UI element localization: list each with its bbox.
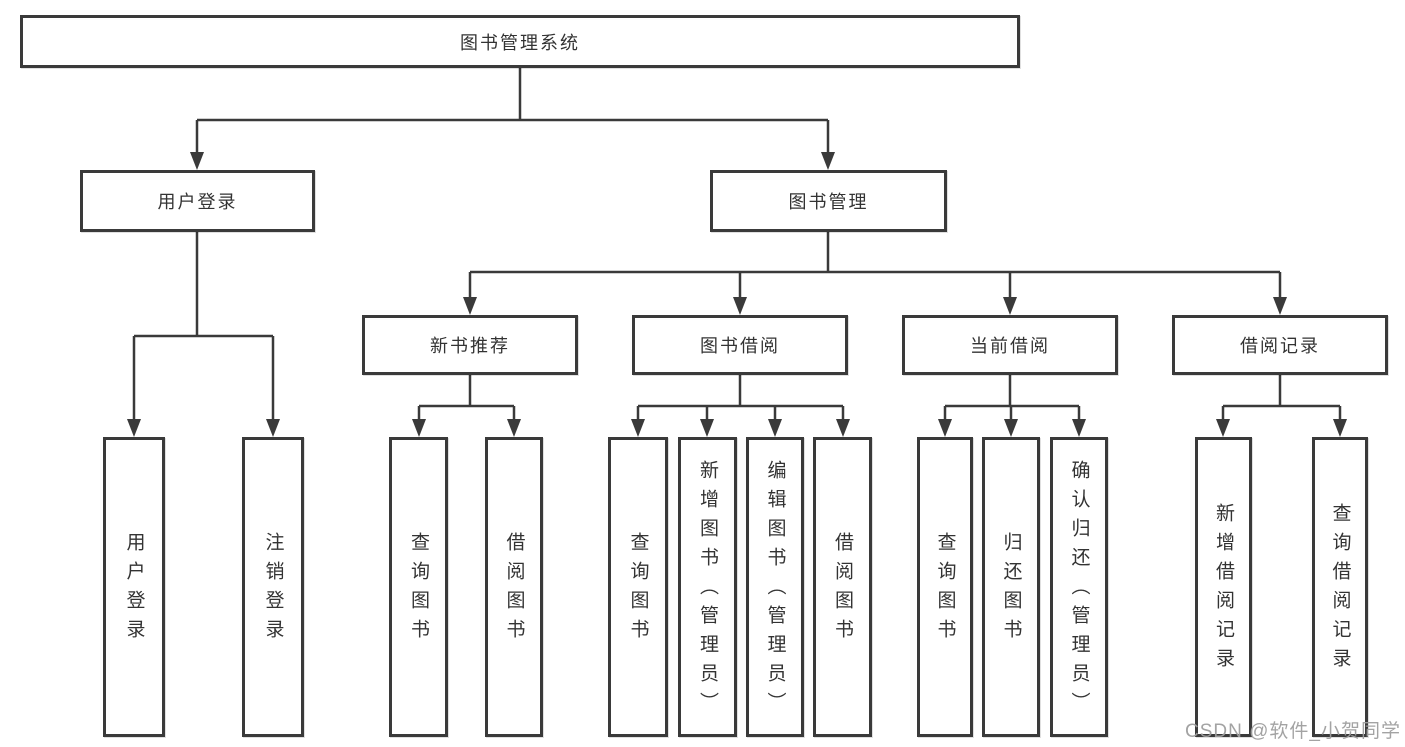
node-new-book-recommendation: 新书推荐 — [362, 315, 578, 375]
node-borrowing-records: 借阅记录 — [1172, 315, 1388, 375]
connector-book-borrowing-children — [631, 375, 850, 437]
leaf-confirm-return-admin: 确认归还（管理员） — [1050, 437, 1108, 737]
connector-current-borrowing-children — [938, 375, 1086, 437]
leaf-query-books-recommendation: 查询图书 — [389, 437, 448, 737]
node-current-borrowing: 当前借阅 — [902, 315, 1118, 375]
leaf-logout: 注销登录 — [242, 437, 304, 737]
leaf-query-books-current: 查询图书 — [917, 437, 973, 737]
connector-root-to-level2 — [190, 68, 835, 170]
connector-new-book-recommendation-children — [412, 375, 521, 437]
node-user-login: 用户登录 — [80, 170, 315, 232]
leaf-edit-books-admin: 编辑图书（管理员） — [746, 437, 804, 737]
csdn-watermark: CSDN @软件_小贺同学 — [1185, 721, 1401, 742]
connector-user-login-children — [127, 232, 280, 437]
leaf-add-books-admin: 新增图书（管理员） — [678, 437, 737, 737]
leaf-borrow-books: 借阅图书 — [813, 437, 872, 737]
connector-book-management-children — [463, 232, 1287, 315]
node-book-management: 图书管理 — [710, 170, 947, 232]
node-library-management-system: 图书管理系统 — [20, 15, 1020, 68]
leaf-query-books-borrowing: 查询图书 — [608, 437, 668, 737]
leaf-return-books: 归还图书 — [982, 437, 1040, 737]
leaf-user-login: 用户登录 — [103, 437, 165, 737]
node-book-borrowing: 图书借阅 — [632, 315, 848, 375]
leaf-query-borrowing-record: 查询借阅记录 — [1312, 437, 1368, 737]
connector-borrowing-records-children — [1216, 375, 1347, 437]
leaf-add-borrowing-record: 新增借阅记录 — [1195, 437, 1252, 737]
leaf-borrow-books-recommendation: 借阅图书 — [485, 437, 543, 737]
